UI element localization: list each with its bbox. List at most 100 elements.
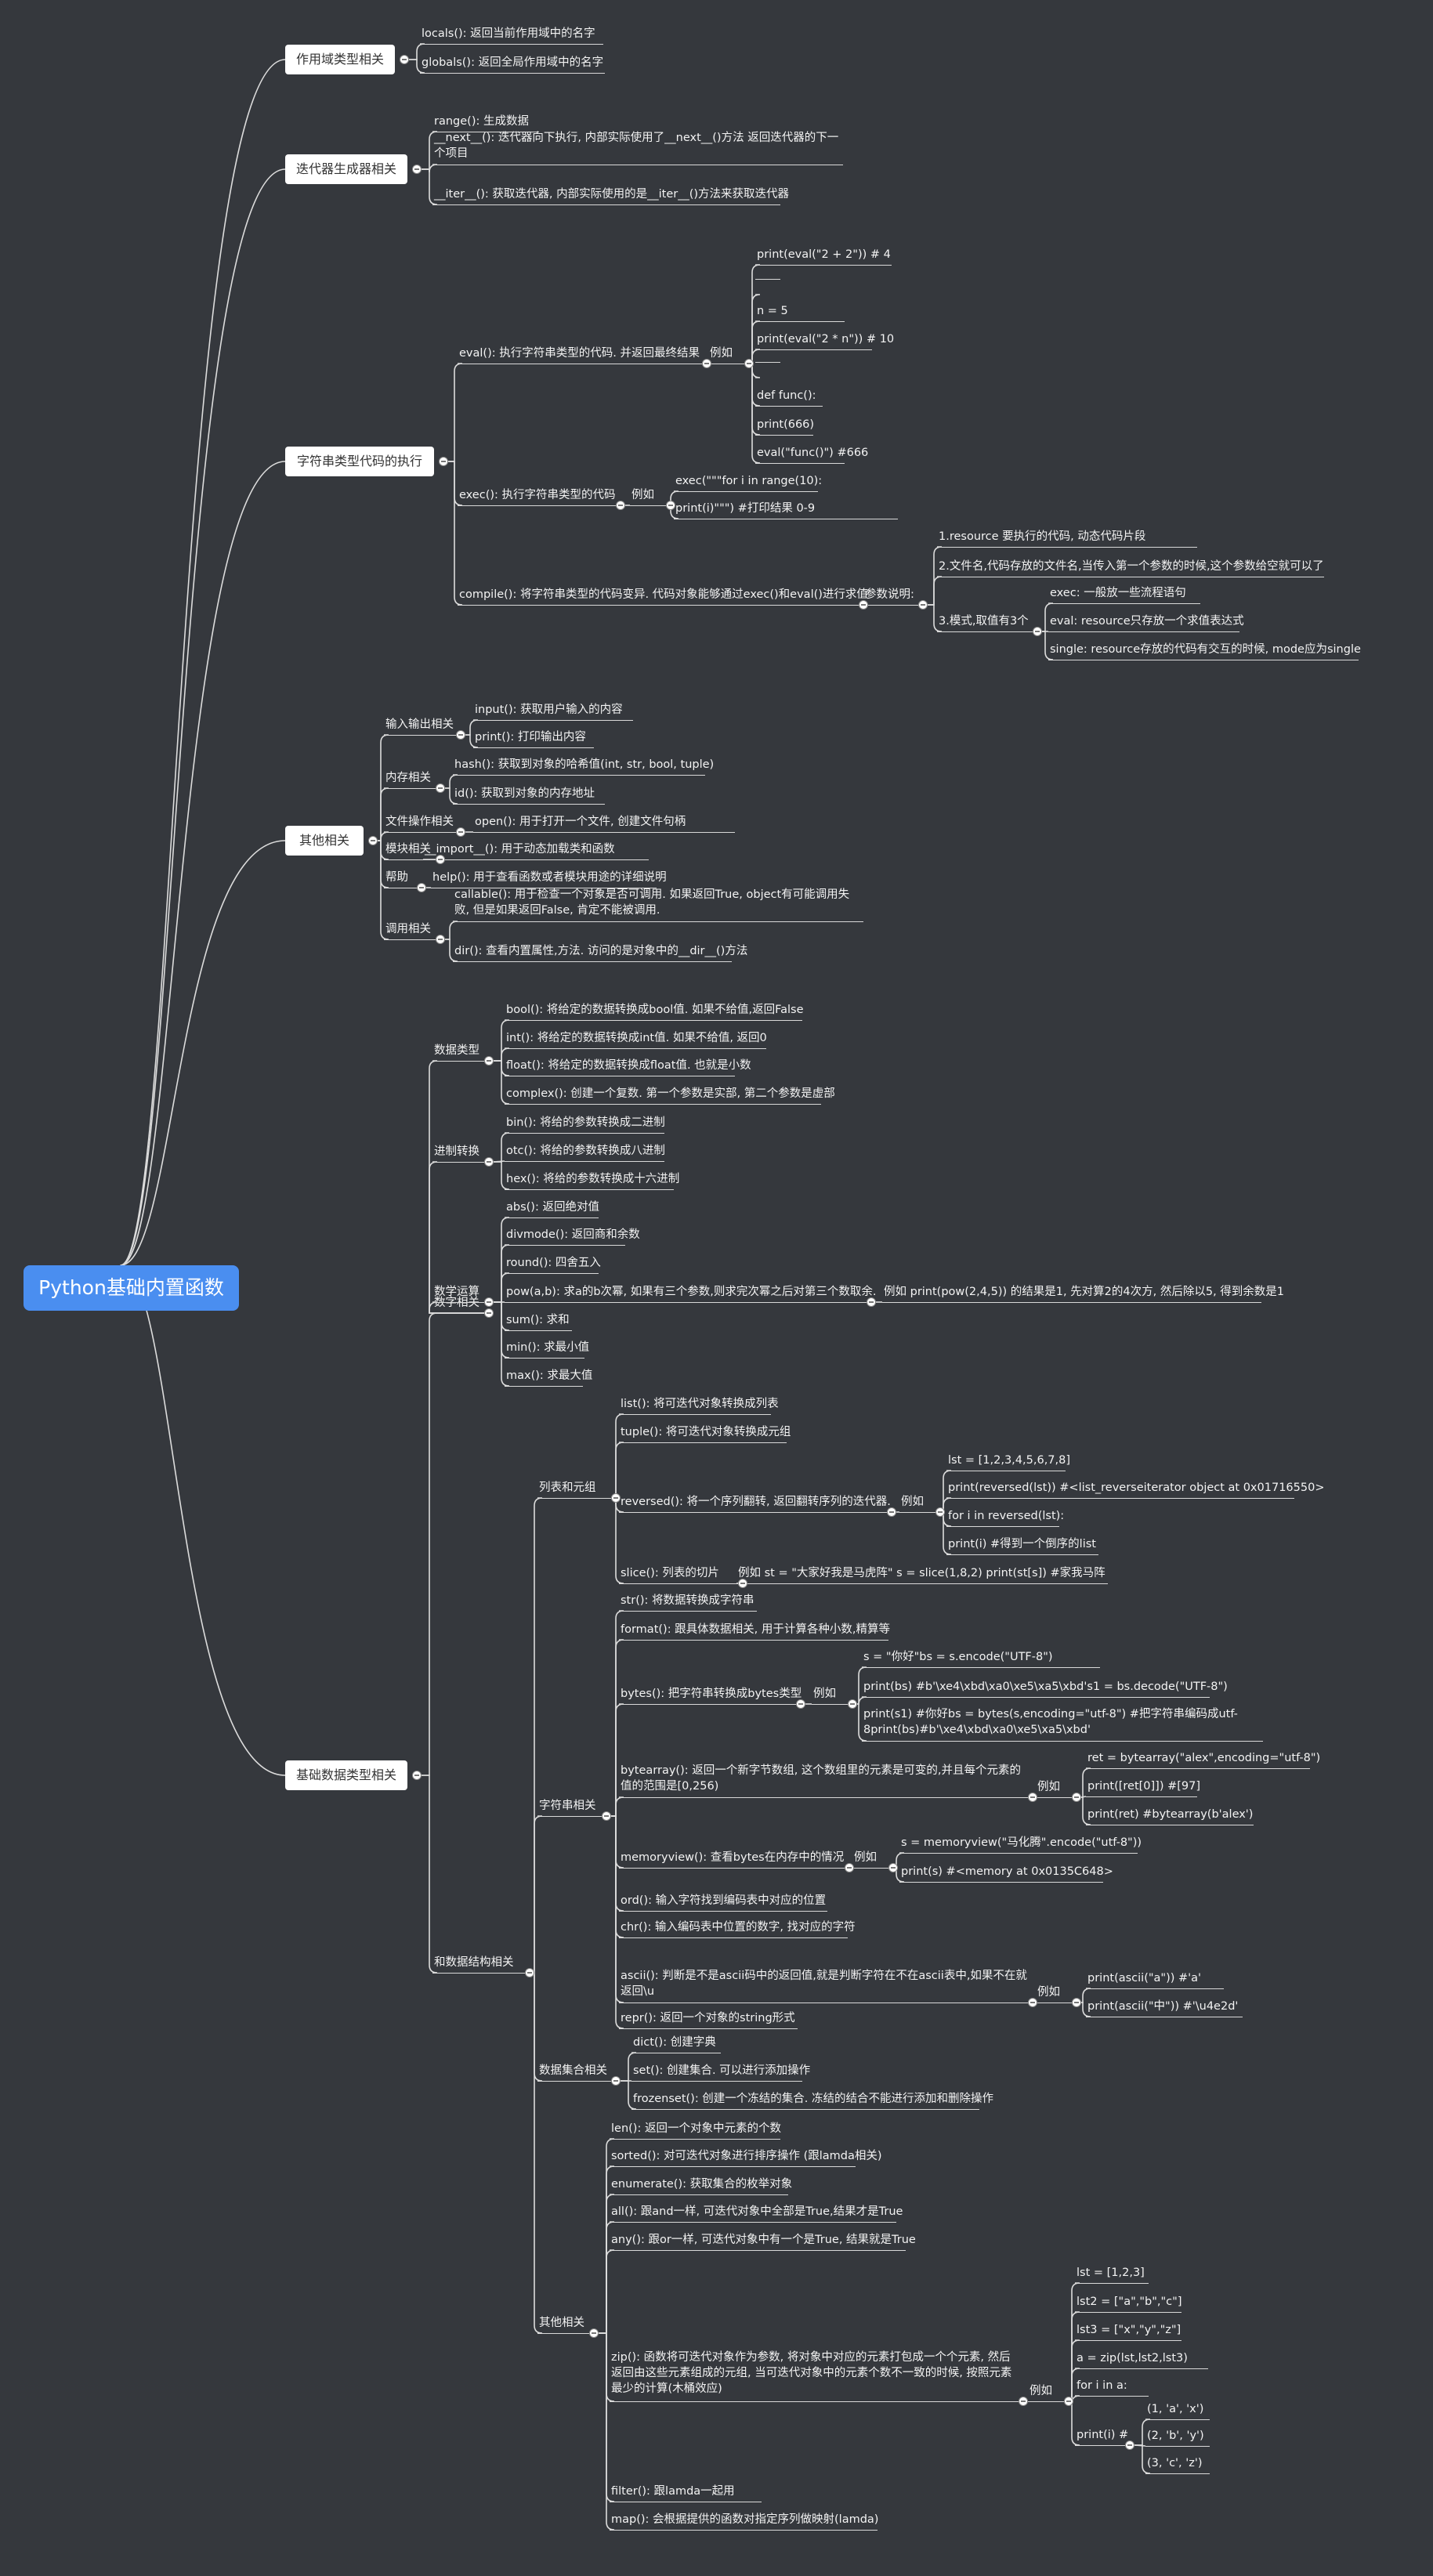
- collapse-toggle[interactable]: [1028, 1793, 1037, 1802]
- leaf-node[interactable]: len(): 返回一个对象中元素的个数: [610, 2121, 781, 2140]
- topic-node[interactable]: 数据类型: [432, 1043, 486, 1062]
- leaf-node[interactable]: a = zip(lst,lst2,lst3): [1075, 2350, 1208, 2369]
- collapse-toggle[interactable]: [1033, 627, 1042, 636]
- collapse-toggle[interactable]: [589, 2328, 599, 2338]
- topic-node[interactable]: compile(): 将字符串类型的代码变异. 代码对象能够通过exec()和e…: [458, 587, 868, 606]
- collapse-toggle[interactable]: [436, 935, 445, 944]
- leaf-node[interactable]: globals(): 返回全局作用域中的名字: [420, 55, 605, 74]
- leaf-node[interactable]: hex(): 将给的参数转换成十六进制: [505, 1171, 679, 1190]
- collapse-toggle[interactable]: [412, 165, 422, 174]
- leaf-node[interactable]: dict(): 创建字典: [631, 2035, 721, 2053]
- leaf-node[interactable]: min(): 求最小值: [505, 1340, 589, 1359]
- collapse-toggle[interactable]: [702, 359, 711, 368]
- leaf-node[interactable]: help(): 用于查看函数或者模块用途的详细说明: [431, 870, 667, 888]
- collapse-toggle[interactable]: [1064, 2397, 1073, 2406]
- collapse-toggle[interactable]: [887, 1507, 896, 1517]
- topic-node[interactable]: reversed(): 将一个序列翻转, 返回翻转序列的迭代器.: [619, 1494, 891, 1513]
- leaf-node[interactable]: 1.resource 要执行的代码, 动态代码片段: [937, 529, 1197, 548]
- collapse-toggle[interactable]: [845, 1863, 854, 1872]
- leaf-node[interactable]: print(eval("2 + 2")) # 4: [755, 247, 892, 266]
- leaf-node[interactable]: __iter__(): 获取迭代器, 内部实际使用的是__iter__()方法来…: [432, 186, 789, 205]
- leaf-node[interactable]: id(): 获取到对象的内存地址: [453, 786, 605, 805]
- leaf-node[interactable]: input(): 获取用户输入的内容: [473, 702, 633, 721]
- leaf-node[interactable]: bin(): 将给的参数转换成二进制: [505, 1115, 665, 1134]
- topic-node[interactable]: 例如: [852, 1850, 890, 1869]
- leaf-node[interactable]: print(ascii("a")) #'a': [1086, 1970, 1224, 1989]
- leaf-node[interactable]: __next__(): 迭代器向下执行, 内部实际使用了__next__()方法…: [432, 130, 843, 165]
- collapse-toggle[interactable]: [484, 1157, 494, 1167]
- topic-node[interactable]: 3.模式,取值有3个: [937, 613, 1034, 632]
- topic-node[interactable]: ascii(): 判断是不是ascii码中的返回值,就是判断字符在不在ascii…: [619, 1968, 1030, 2003]
- leaf-node[interactable]: ord(): 输入字符找到编码表中对应的位置: [619, 1893, 827, 1912]
- topic-node[interactable]: 进制转换: [432, 1144, 486, 1163]
- collapse-toggle[interactable]: [744, 359, 754, 368]
- leaf-node[interactable]: 2.文件名,代码存放的文件名,当传入第一个参数的时候,这个参数给空就可以了: [937, 559, 1324, 577]
- leaf-node[interactable]: sum(): 求和: [505, 1312, 572, 1331]
- leaf-node[interactable]: divmode(): 返回商和余数: [505, 1227, 640, 1246]
- topic-node[interactable]: 和数据结构相关: [432, 1955, 527, 1974]
- branch-topic[interactable]: 作用域类型相关: [285, 45, 395, 74]
- leaf-node[interactable]: print(eval("2 * n")) # 10: [755, 331, 894, 350]
- leaf-node[interactable]: lst3 = ["x","y","z"]: [1075, 2322, 1182, 2341]
- leaf-node[interactable]: round(): 四舍五入: [505, 1255, 601, 1274]
- leaf-node[interactable]: [755, 360, 780, 363]
- leaf-node[interactable]: range(): 生成数据: [432, 114, 539, 132]
- leaf-node[interactable]: s = memoryview("马化腾".encode("utf-8")): [899, 1835, 1142, 1854]
- root-topic[interactable]: Python基础内置函数: [24, 1265, 239, 1311]
- leaf-node[interactable]: set(): 创建集合. 可以进行添加操作: [631, 2063, 810, 2082]
- leaf-node[interactable]: print(ascii("中")) #'\u4e2d': [1086, 1999, 1243, 2017]
- leaf-node[interactable]: complex(): 创建一个复数. 第一个参数是实部, 第二个参数是虚部: [505, 1086, 835, 1105]
- branch-topic[interactable]: 字符串类型代码的执行: [285, 447, 434, 476]
- topic-node[interactable]: 例如: [1036, 1779, 1073, 1798]
- collapse-toggle[interactable]: [1072, 1793, 1081, 1802]
- leaf-node[interactable]: print([ret[0]]) #[97]: [1086, 1778, 1200, 1797]
- topic-node[interactable]: zip(): 函数将可迭代对象作为参数, 将对象中对应的元素打包成一个个元素, …: [610, 2350, 1020, 2402]
- topic-node[interactable]: memoryview(): 查看bytes在内存中的情况: [619, 1850, 846, 1869]
- collapse-toggle[interactable]: [436, 783, 445, 793]
- leaf-node[interactable]: (3, 'c', 'z'): [1145, 2455, 1210, 2474]
- collapse-toggle[interactable]: [888, 1863, 898, 1872]
- branch-topic[interactable]: 迭代器生成器相关: [285, 154, 407, 184]
- leaf-node[interactable]: format(): 跟具体数据相关, 用于计算各种小数,精算等: [619, 1622, 890, 1641]
- leaf-node[interactable]: n = 5: [755, 303, 845, 322]
- collapse-toggle[interactable]: [1072, 1998, 1081, 2007]
- collapse-toggle[interactable]: [436, 855, 445, 864]
- leaf-node[interactable]: print(666): [755, 417, 814, 436]
- collapse-toggle[interactable]: [484, 1056, 494, 1065]
- leaf-node[interactable]: print(): 打印输出内容: [473, 729, 594, 748]
- leaf-node[interactable]: for i in a:: [1075, 2378, 1149, 2397]
- leaf-node[interactable]: max(): 求最大值: [505, 1368, 592, 1387]
- leaf-node[interactable]: sorted(): 对可迭代对象进行排序操作 (跟lamda相关): [610, 2148, 882, 2167]
- leaf-node[interactable]: eval: resource只存放一个求值表达式: [1048, 613, 1244, 632]
- topic-node[interactable]: bytes(): 把字符串转换成bytes类型: [619, 1686, 802, 1705]
- leaf-node[interactable]: hash(): 获取到对象的哈希值(int, str, bool, tuple): [453, 757, 714, 776]
- leaf-node[interactable]: (2, 'b', 'y'): [1145, 2428, 1210, 2447]
- topic-node[interactable]: 其他相关: [537, 2315, 591, 2334]
- leaf-node[interactable]: print(i)""") #打印结果 0-9: [674, 501, 898, 519]
- topic-node[interactable]: 帮助: [384, 870, 418, 888]
- topic-node[interactable]: 例如: [812, 1686, 849, 1705]
- collapse-toggle[interactable]: [602, 1811, 611, 1821]
- topic-node[interactable]: 例如: [630, 487, 668, 506]
- leaf-node[interactable]: repr(): 返回一个对象的string形式: [619, 2010, 798, 2029]
- topic-node[interactable]: 输入输出相关: [384, 717, 458, 736]
- leaf-node[interactable]: (1, 'a', 'x'): [1145, 2401, 1210, 2420]
- leaf-node[interactable]: all(): 跟and一样, 可迭代对象中全部是True,结果才是True: [610, 2204, 903, 2223]
- collapse-toggle[interactable]: [848, 1699, 857, 1709]
- leaf-node[interactable]: ret = bytearray("alex",encoding="utf-8"): [1086, 1750, 1320, 1769]
- leaf-node[interactable]: any(): 跟or一样, 可迭代对象中有一个是True, 结果就是True: [610, 2232, 916, 2251]
- collapse-toggle[interactable]: [918, 600, 928, 610]
- topic-node[interactable]: pow(a,b): 求a的b次幂, 如果有三个参数,则求完次幂之后对第三个数取余…: [505, 1284, 876, 1303]
- leaf-node[interactable]: open(): 用于打开一个文件, 创建文件句柄: [473, 814, 735, 833]
- collapse-toggle[interactable]: [400, 55, 409, 64]
- collapse-toggle[interactable]: [1125, 2440, 1134, 2450]
- leaf-node[interactable]: eval("func()") #666: [755, 445, 868, 464]
- topic-node[interactable]: 例如: [1036, 1984, 1073, 2003]
- leaf-node[interactable]: [755, 277, 780, 280]
- topic-node[interactable]: 模块相关: [384, 841, 437, 860]
- topic-node[interactable]: print(i) #: [1075, 2427, 1128, 2446]
- topic-node[interactable]: 数字相关: [432, 1295, 486, 1314]
- collapse-toggle[interactable]: [1019, 2397, 1028, 2406]
- leaf-node[interactable]: lst = [1,2,3,4,5,6,7,8]: [946, 1453, 1070, 1471]
- topic-node[interactable]: 数学运算: [432, 1284, 486, 1303]
